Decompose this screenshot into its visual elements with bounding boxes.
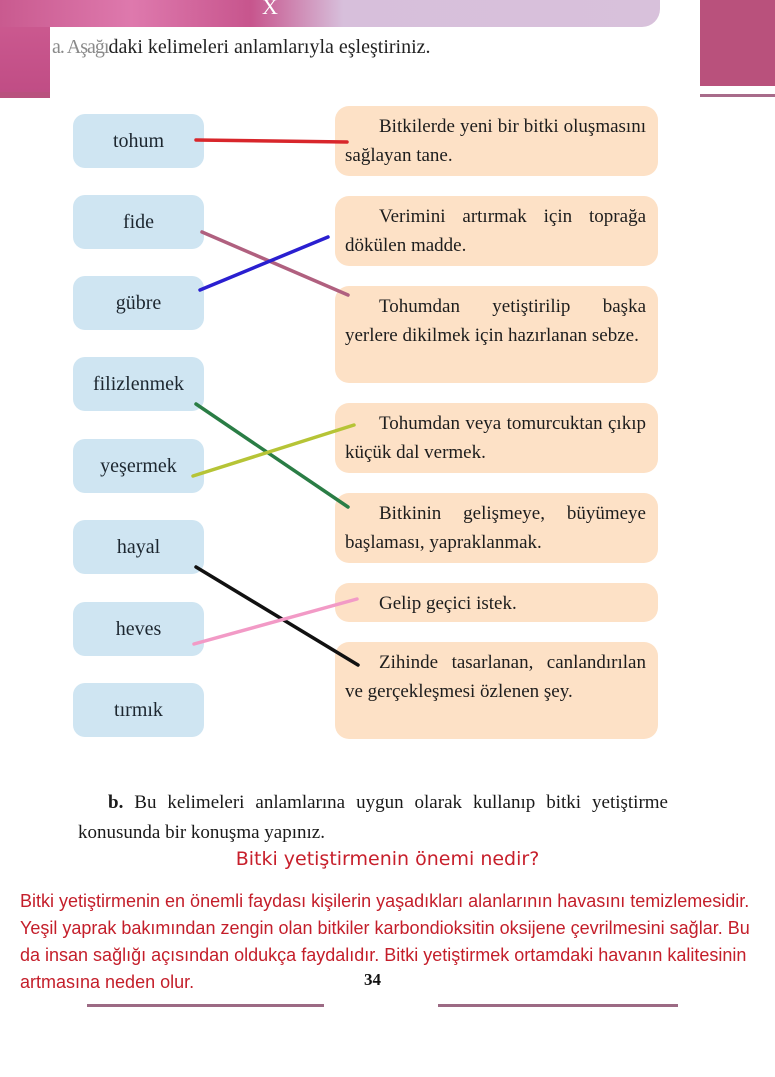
word-box[interactable]: tırmık	[73, 683, 204, 737]
part-b-text: Bu kelimeleri anlamlarına uygun olarak k…	[78, 792, 668, 843]
definition-box[interactable]: Tohumdan veya tomurcuktan çıkıp küçük da…	[335, 403, 658, 473]
instruction-text: daki kelimeleri anlamlarıyla eşleştirini…	[108, 36, 431, 58]
word-box[interactable]: yeşermek	[73, 439, 204, 493]
right-margin-decoration	[700, 0, 775, 86]
word-box[interactable]: hayal	[73, 520, 204, 574]
match-line-fide	[200, 230, 350, 297]
header-glyph: X	[262, 0, 278, 19]
word-box[interactable]: gübre	[73, 276, 204, 330]
word-label: yeşermek	[100, 454, 177, 477]
match-line-tohum	[194, 138, 349, 144]
right-margin-stripe	[700, 94, 775, 97]
footer-line-left	[87, 1004, 324, 1007]
match-line-heves	[192, 597, 359, 646]
match-line-filizlenmek	[194, 402, 350, 509]
header-band: X	[0, 0, 660, 27]
word-label: tohum	[112, 129, 165, 152]
definition-box[interactable]: Gelip geçici istek.	[335, 583, 658, 622]
footer-line-right	[438, 1004, 678, 1007]
word-label: heves	[115, 617, 162, 640]
answer-question: Bitki yetiştirmenin önemi nedir?	[235, 848, 540, 870]
word-label: hayal	[116, 535, 161, 558]
definition-box[interactable]: Tohumdan yetiştirilip başka yerlere diki…	[335, 286, 658, 383]
word-box[interactable]: filizlenmek	[73, 357, 204, 411]
word-box[interactable]: tohum	[73, 114, 204, 168]
word-box[interactable]: heves	[73, 602, 204, 656]
match-line-yeşermek	[191, 423, 356, 478]
word-label: tırmık	[114, 698, 163, 721]
definition-box[interactable]: Bitkilerde yeni bir bitki oluşmasını sağ…	[335, 106, 658, 176]
left-margin-stripe	[0, 92, 50, 98]
part-b-label: b.	[108, 792, 124, 813]
match-line-hayal	[194, 565, 360, 667]
word-label: filizlenmek	[92, 372, 185, 395]
instruction-garbled-prefix: a. Aşağı	[52, 36, 109, 58]
word-label: fide	[122, 210, 155, 233]
word-label: gübre	[115, 291, 162, 314]
part-b-instruction: b. Bu kelimeleri anlamlarına uygun olara…	[78, 788, 668, 848]
word-box[interactable]: fide	[73, 195, 204, 249]
match-line-gübre	[198, 235, 330, 292]
definition-box[interactable]: Zihinde tasarlanan, canlandırılan ve ger…	[335, 642, 658, 739]
exercise-instruction: a. Aşağıdaki kelimeleri anlamlarıyla eşl…	[52, 36, 431, 59]
definition-box[interactable]: Bitkinin gelişmeye, büyümeye başlaması, …	[335, 493, 658, 563]
answer-body: Bitki yetiştirmenin en önemli faydası ki…	[20, 891, 750, 992]
definition-box[interactable]: Verimini artırmak için toprağa dökülen m…	[335, 196, 658, 266]
page-number: 34	[364, 970, 381, 989]
